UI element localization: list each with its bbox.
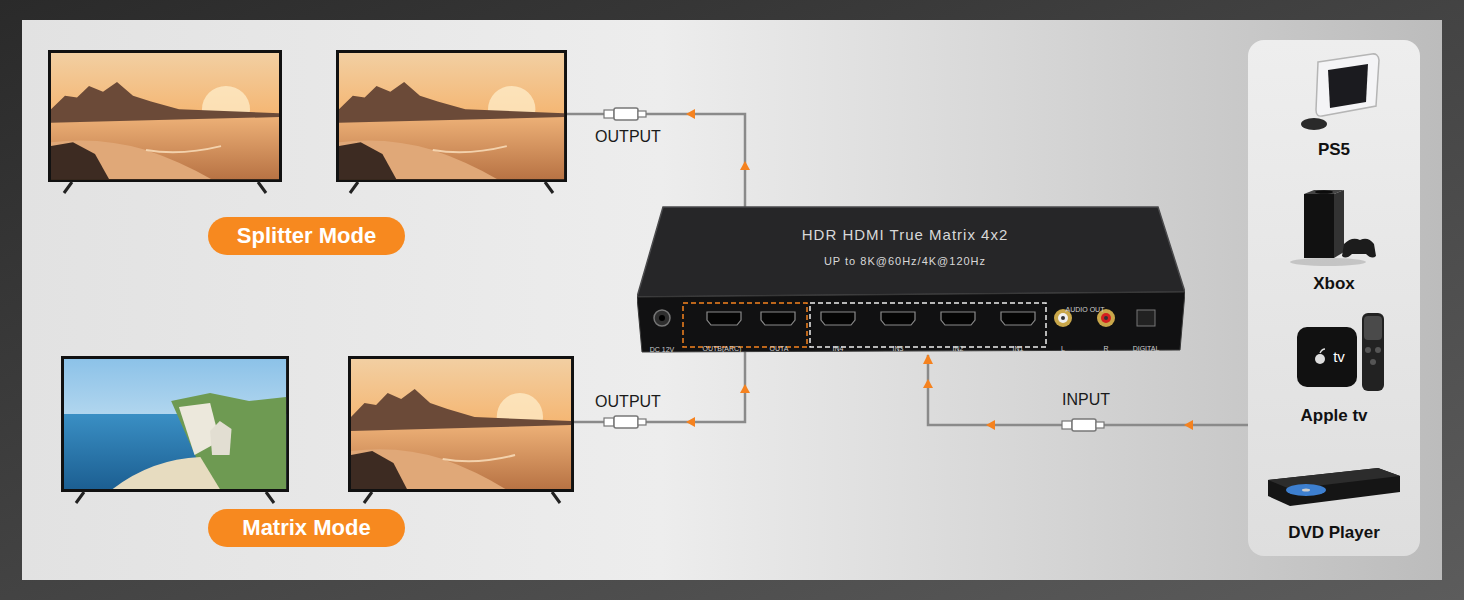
apple-logo [1315, 354, 1325, 364]
xbox-side [1334, 190, 1344, 258]
flow-chevron [986, 420, 995, 430]
apple-tv-box [1297, 327, 1357, 387]
connector-label: INPUT [1062, 391, 1110, 409]
hdmi-port [1001, 312, 1035, 325]
input-connector [928, 355, 1248, 425]
mode-label: Splitter Mode [237, 223, 376, 248]
hdmi-port [707, 312, 741, 325]
port-label: DIGITAL [1133, 345, 1160, 353]
port-label: OUTB(ARC) [703, 345, 742, 353]
port-label: AUDIO OUT [1066, 306, 1105, 314]
port-label: OUTA [770, 345, 789, 353]
box-top-face [637, 207, 1185, 297]
source-label: Apple tv [1300, 406, 1367, 426]
tv-frame [61, 356, 289, 492]
port-label: IN4 [833, 345, 844, 353]
apple-logo-leaf [1320, 349, 1325, 353]
source-label: Xbox [1313, 274, 1355, 294]
xbox-front [1304, 194, 1334, 258]
output-label: OUTPUT [595, 128, 661, 146]
flow-chevron [740, 161, 750, 170]
port-label: DC 12V [650, 346, 675, 354]
ground-panel [22, 20, 1442, 580]
input-group-outline [810, 303, 1046, 347]
dc-jack-pin [659, 315, 665, 321]
tv-screen [351, 359, 571, 489]
flow-chevron [686, 417, 695, 427]
device-logo-text: tv [1333, 348, 1345, 365]
tv-frame [348, 356, 574, 492]
rca-jack-insert [1058, 313, 1068, 323]
hdmi-port [821, 312, 855, 325]
flow-chevron [1184, 420, 1193, 430]
remote-button [1370, 359, 1376, 365]
remote-touchpad [1364, 316, 1382, 340]
mode-pill: Matrix Mode [208, 509, 405, 547]
device-label: UP to 8K@60Hz/4K@120Hz [824, 255, 986, 268]
device-label: HDR HDMI True Matrix 4x2 [802, 226, 1009, 243]
hdmi-port [761, 312, 795, 325]
hdmi-plug [604, 416, 646, 428]
output-wire [567, 114, 745, 212]
dc-jack [654, 310, 670, 326]
port-label: IN1 [1013, 345, 1024, 353]
flow-chevron [686, 109, 695, 119]
dvd-disc-hole [1302, 489, 1310, 492]
tv-stand [64, 182, 266, 193]
dvd-player-top [1268, 468, 1400, 489]
source-label: DVD Player [1288, 523, 1380, 543]
remote-button [1375, 347, 1381, 353]
tv-screen [51, 53, 279, 179]
rca-jack-insert [1101, 313, 1111, 323]
ps5-console-band [1328, 64, 1368, 108]
source-icons [1248, 40, 1420, 556]
hdmi-port [881, 312, 915, 325]
port-label: L [1061, 345, 1065, 353]
mode-label: Matrix Mode [242, 515, 370, 540]
flow-chevron [740, 384, 750, 393]
remote-button [1365, 347, 1371, 353]
port-label: R [1103, 345, 1108, 353]
ps5-console [1316, 54, 1379, 116]
output-wire [574, 346, 745, 422]
output-label: OUTPUT [595, 393, 661, 411]
rca-jack-pin [1104, 316, 1108, 320]
box-front-face [637, 292, 1185, 352]
output-group-outline [683, 303, 807, 347]
source-panel: PS5XboxApple tv DVD Player [1248, 40, 1420, 556]
ps5-controller [1301, 118, 1327, 130]
mode-pill: Splitter Mode [208, 217, 405, 255]
xbox-controller [1342, 239, 1376, 258]
tv-screen [64, 359, 286, 489]
source-label: PS5 [1318, 140, 1350, 160]
matrix-switch-box: HDR HDMI True Matrix 4x2 UP to 8K@60Hz/4K… [637, 205, 1185, 355]
hdmi-plug [1062, 419, 1104, 431]
hdmi-plug [604, 108, 646, 120]
optical-port [1137, 310, 1155, 326]
tv-frame [48, 50, 282, 182]
tv-frame [336, 50, 567, 182]
port-label: IN2 [953, 345, 964, 353]
apple-tv-remote [1362, 313, 1384, 391]
hdmi-port [941, 312, 975, 325]
xbox-shadow [1290, 258, 1366, 266]
port-label: IN3 [893, 345, 904, 353]
tv-stand [76, 492, 274, 503]
rca-jack-pin [1061, 316, 1065, 320]
dvd-disc [1286, 484, 1326, 496]
xbox-vent [1315, 190, 1333, 194]
dvd-player-body [1268, 468, 1400, 506]
tv-screen [339, 53, 564, 179]
flow-chevron [923, 379, 933, 388]
tv-stand [364, 492, 560, 503]
tv-stand [350, 182, 553, 193]
